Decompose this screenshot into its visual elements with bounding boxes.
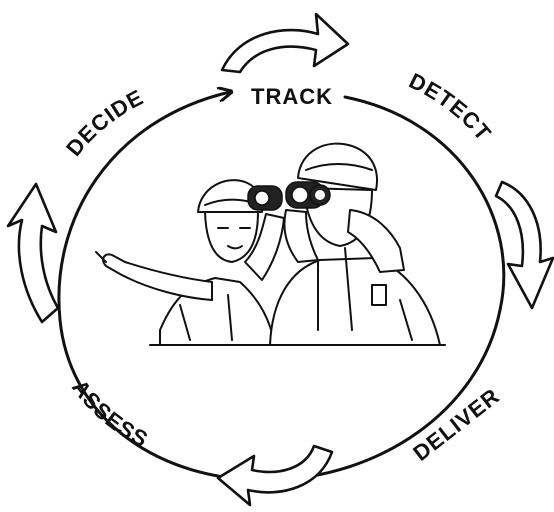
step-label-decide: DECIDE bbox=[61, 84, 148, 160]
step-label-detect: DETECT bbox=[405, 68, 496, 146]
curved-arrow-bottom bbox=[218, 446, 332, 505]
step-label-assess: ASSESS bbox=[67, 375, 153, 452]
curved-arrow-top bbox=[222, 14, 348, 72]
step-label-track: TRACK bbox=[251, 84, 333, 109]
curved-arrow-left bbox=[8, 184, 58, 322]
binoculars bbox=[248, 182, 330, 210]
soldiers-illustration bbox=[96, 144, 445, 345]
